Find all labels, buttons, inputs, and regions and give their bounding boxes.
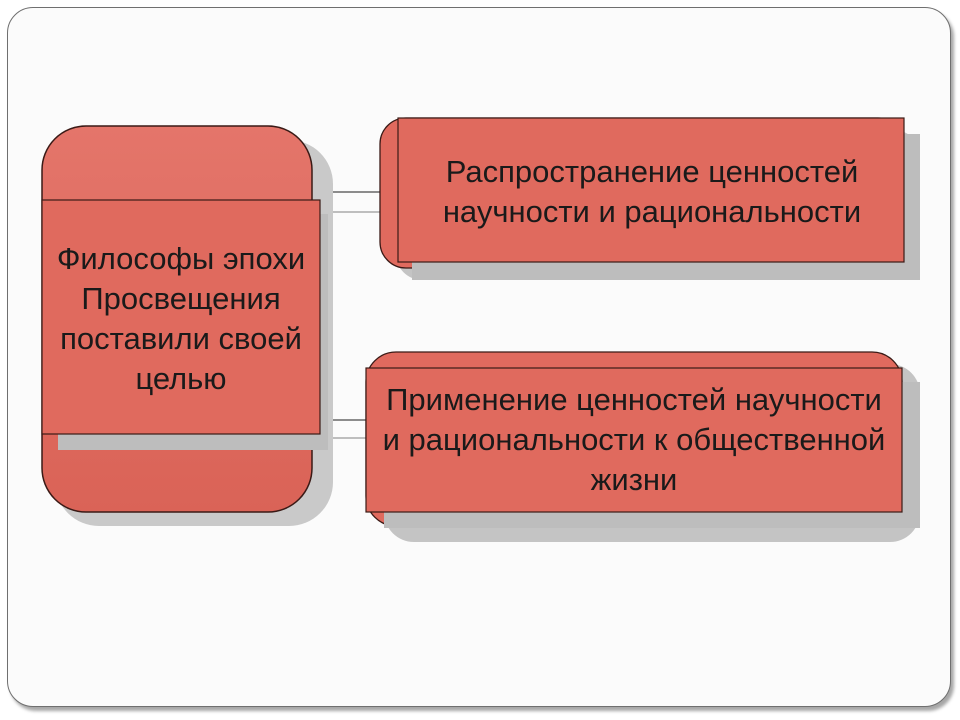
target-1-rect-box xyxy=(397,117,905,263)
target-2-rect-box xyxy=(365,367,903,513)
target-2-shape xyxy=(365,351,920,542)
target-1-label: Распространение ценностей научности и ра… xyxy=(442,154,862,229)
source-box-label: Философы эпохи Просвещения поставили сво… xyxy=(56,241,306,396)
target-2-label: Применение ценностей научности и рациона… xyxy=(382,382,886,497)
source-shape xyxy=(41,125,333,526)
source-rect-box xyxy=(41,199,321,435)
target-1-shape xyxy=(379,117,920,280)
